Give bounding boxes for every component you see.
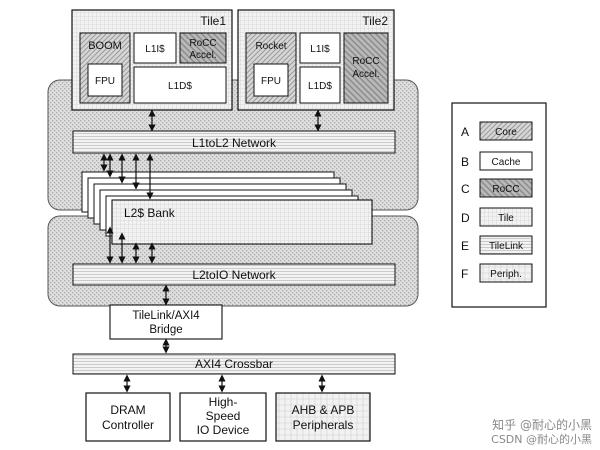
l2toio-network-label: L2toIO Network <box>192 268 276 282</box>
io-label-1: High- <box>209 395 238 409</box>
high-speed-io-device: High- Speed IO Device <box>179 392 267 442</box>
tile2-l1i-cache <box>299 32 341 64</box>
legend-swatch-periph <box>479 263 533 283</box>
tile2-title: Tile2 <box>362 14 388 28</box>
legend-label-tile: Tile <box>498 213 514 224</box>
watermark-csdn: CSDN @耐心的小黑 <box>491 433 592 446</box>
legend-letter-e: E <box>461 239 469 253</box>
axi4-crossbar-label: AXI4 Crossbar <box>195 357 273 371</box>
legend-label-tilelink: TileLink <box>489 241 524 252</box>
dram-label-2: Controller <box>102 418 154 432</box>
tile1-l1i-cache <box>133 32 177 64</box>
tile1-fpu <box>87 63 123 97</box>
legend-label-cache: Cache <box>492 157 521 168</box>
tile1-l1d-label: L1D$ <box>168 81 192 92</box>
watermark-zhihu: 知乎 @耐心的小黑 <box>492 418 592 432</box>
tile2-rocc-label-2: Accel. <box>352 69 379 80</box>
legend-label-core: Core <box>495 127 517 138</box>
legend-letter-f: F <box>461 267 468 281</box>
legend-swatch-rocc <box>479 178 533 198</box>
tile1-rocc-label-1: RoCC <box>189 38 216 49</box>
tile1-title: Tile1 <box>200 14 226 28</box>
tile1-fpu-label: FPU <box>95 76 115 87</box>
legend-swatch-tile <box>479 207 533 227</box>
tile2-l1d-cache <box>299 66 341 104</box>
axi4-crossbar: AXI4 Crossbar <box>72 353 396 375</box>
io-label-2: Speed <box>206 409 241 423</box>
tile2-rocc-label-1: RoCC <box>352 56 379 67</box>
l2-bank-stack: L2$ Bank <box>81 171 373 245</box>
tile1-rocc-accel <box>179 32 227 64</box>
tile1: Tile1 BOOM FPU L1I$ RoCC Accel. L1D$ <box>71 9 233 111</box>
legend: A Core B Cache C RoCC D Tile E TileLink … <box>451 102 547 308</box>
l1tol2-network-label: L1toL2 Network <box>192 136 277 150</box>
legend-swatch-core <box>479 121 533 141</box>
legend-label-rocc: RoCC <box>492 184 519 195</box>
tile1-l1i-label: L1I$ <box>145 44 165 55</box>
dram-label-1: DRAM <box>110 403 145 417</box>
tile2-fpu-label: FPU <box>261 76 281 87</box>
tile2: Tile2 Rocket FPU L1I$ L1D$ RoCC Accel. <box>237 9 395 111</box>
legend-label-periph: Periph. <box>490 269 522 280</box>
periph-label-2: Peripherals <box>293 418 354 432</box>
l2toio-network: L2toIO Network <box>72 263 396 286</box>
dram-controller: DRAM Controller <box>85 392 171 442</box>
bridge-label-2: Bridge <box>149 324 182 336</box>
io-label-3: IO Device <box>197 423 250 437</box>
tile1-rocc-label-2: Accel. <box>189 50 216 61</box>
tile2-rocket-label: Rocket <box>255 41 286 52</box>
legend-swatch-cache <box>479 151 533 171</box>
legend-letter-c: C <box>461 182 470 196</box>
legend-letter-b: B <box>461 155 469 169</box>
tile1-boom-label: BOOM <box>88 40 122 52</box>
tile2-l1d-label: L1D$ <box>308 81 332 92</box>
legend-swatch-tilelink <box>479 235 533 255</box>
periph-label-1: AHB & APB <box>292 403 355 417</box>
tile2-l1i-label: L1I$ <box>310 44 330 55</box>
bridge-label-1: TileLink/AXI4 <box>132 310 200 322</box>
tile2-rocc-accel <box>343 32 389 104</box>
ahb-apb-peripherals: AHB & APB Peripherals <box>275 392 371 442</box>
tilelink-axi4-bridge: TileLink/AXI4 Bridge <box>109 304 223 340</box>
legend-letter-d: D <box>461 211 470 225</box>
l2-bank-label: L2$ Bank <box>124 206 176 220</box>
tile2-fpu <box>253 63 289 97</box>
legend-letter-a: A <box>461 125 469 139</box>
tile1-l1d-cache <box>133 66 227 104</box>
l1tol2-network: L1toL2 Network <box>72 130 396 154</box>
